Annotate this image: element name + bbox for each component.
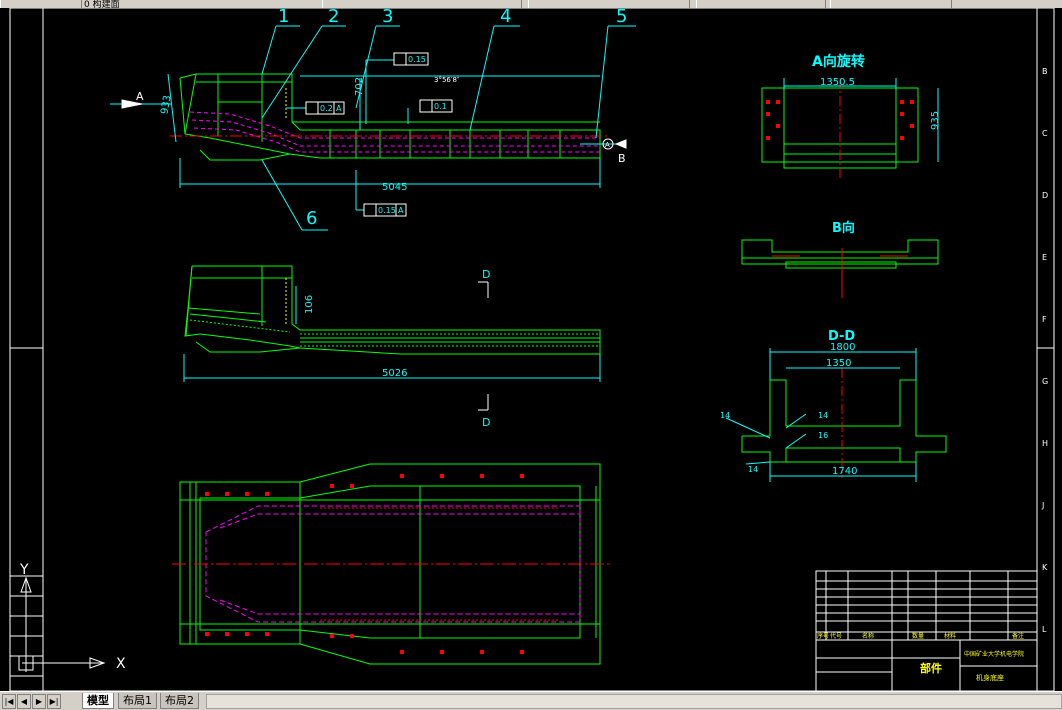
grid-letter-h: H [1042, 439, 1048, 448]
grid-letter-b: B [1042, 67, 1048, 76]
grid-letter-k: K [1042, 563, 1048, 572]
dim-933: 933 [159, 94, 173, 115]
toolbar-linetype-dropdown[interactable] [696, 0, 826, 8]
view-title-b: B向 [832, 220, 855, 236]
view-title-a: A向旋转 [812, 53, 865, 70]
drawing-canvas[interactable]: 1 2 3 4 5 6 933 702 5045 3°56′8″ 106 502… [0, 8, 1062, 691]
dd-view [725, 348, 947, 482]
dim-1740: 1740 [832, 466, 857, 477]
section-d-top: D [482, 268, 490, 281]
b-view [741, 239, 939, 298]
title-part: 部件 [920, 661, 942, 675]
tab-model[interactable]: 模型 [82, 693, 114, 709]
header-remarks: 备注 [1012, 632, 1024, 640]
tab-last-button[interactable]: ▶| [47, 694, 61, 709]
balloon-6: 6 [306, 208, 317, 229]
balloon-2: 2 [328, 8, 339, 27]
ucs-y-label: Y [19, 562, 29, 578]
ucs-x-label: X [116, 656, 126, 672]
cad-drawing: 1 2 3 4 5 6 933 702 5045 3°56′8″ 106 502… [9, 8, 1055, 691]
tol-perp-02: 0.2 [320, 104, 333, 113]
header-material: 材料 [944, 632, 956, 640]
balloon-5: 5 [616, 8, 627, 27]
dim-935: 935 [930, 111, 941, 130]
weld-16: 16 [818, 431, 828, 440]
toolbar-layer-dropdown[interactable] [322, 0, 522, 8]
balloon-3: 3 [382, 8, 393, 27]
a-view [761, 78, 939, 178]
bolt-marks [205, 100, 914, 654]
plan-view [172, 463, 610, 665]
toolbar-layer-tools[interactable] [0, 0, 82, 8]
weld-14-top: 14 [818, 411, 828, 420]
weld-14-bottom: 14 [748, 465, 758, 474]
tab-prev-button[interactable]: ◀ [17, 694, 31, 709]
header-qty: 数量 [912, 632, 924, 640]
grid-letter-c: C [1042, 129, 1048, 138]
dim-angle: 3°56′8″ [434, 76, 460, 84]
title-block [815, 570, 1038, 691]
grid-letter-d: D [1042, 191, 1048, 200]
title-institute: 中国矿业大学机电学院 [964, 650, 1024, 658]
header-code: 代号 [830, 632, 842, 640]
toolbar-color-dropdown[interactable] [528, 0, 690, 8]
tol-flatness-015: 0.15 [408, 55, 426, 64]
dim-702: 702 [354, 77, 365, 96]
header-name: 名称 [862, 632, 874, 640]
section-d-bottom: D [482, 416, 490, 429]
tol-parallel-015: 0.15 [378, 206, 396, 215]
grid-letter-f: F [1042, 315, 1047, 324]
tol-parallel-ref: A [398, 206, 404, 215]
tab-layout2[interactable]: 布局2 [160, 693, 199, 709]
view-title-dd: D-D [828, 329, 855, 344]
view-arrow-a: A [136, 90, 144, 103]
tab-layout1[interactable]: 布局1 [118, 693, 157, 709]
dim-5026: 5026 [382, 368, 407, 379]
dim-1350-5: 1350.5 [820, 77, 855, 88]
dim-1350: 1350 [826, 358, 851, 369]
grid-letter-l: L [1042, 625, 1047, 634]
title-drawing-name: 机身底座 [976, 673, 1004, 682]
header-no: 序号 [817, 632, 829, 640]
weld-14-left: 14 [720, 411, 730, 420]
grid-letter-j: J [1041, 501, 1044, 510]
grid-letter-e: E [1042, 253, 1047, 262]
grid-letter-g: G [1042, 377, 1048, 386]
front-view [110, 25, 636, 231]
balloon-1: 1 [278, 8, 289, 27]
left-legend [9, 575, 44, 677]
section-view [183, 265, 601, 411]
dim-106: 106 [304, 295, 315, 314]
toolbar-lineweight-dropdown[interactable] [830, 0, 952, 8]
datum-a-label: A [605, 141, 610, 149]
tab-next-button[interactable]: ▶ [32, 694, 46, 709]
tab-first-button[interactable]: |◀ [2, 694, 16, 709]
tol-perp-ref: A [336, 104, 342, 113]
ucs-icon [18, 576, 106, 672]
dim-1800: 1800 [830, 342, 855, 353]
dim-5045: 5045 [382, 182, 407, 193]
tol-flatness-01: 0.1 [434, 102, 447, 111]
layout-tab-bar: |◀ ◀ ▶ ▶| 模型 布局1 布局2 [0, 691, 1062, 710]
balloon-4: 4 [500, 8, 511, 27]
horizontal-scrollbar[interactable] [206, 694, 1062, 709]
layer-dropdown-label[interactable]: 0 构建面 [84, 0, 120, 10]
view-arrow-b: B [618, 152, 626, 165]
